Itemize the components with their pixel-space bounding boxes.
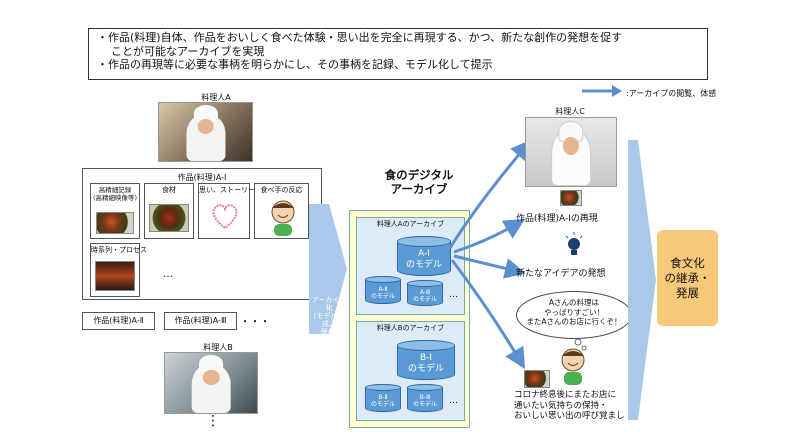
chef-b-ellipsis: ⋮ — [206, 413, 220, 429]
panel-b-ellipsis: … — [449, 396, 458, 406]
outcome-new-idea: 新たなアイデアの発想 — [516, 269, 606, 279]
work-a3-label: 作品(料理)A-Ⅲ — [174, 316, 227, 325]
memory-dish-image — [524, 370, 550, 388]
cell-reaction-label: 食べ手の反応 — [260, 186, 303, 194]
conclusion-text: 食文化 の継承・ 発展 — [664, 255, 711, 300]
chef-c-photo — [525, 117, 617, 187]
summary-line-1b: ことが可能なアーカイブを実現 — [111, 44, 265, 58]
cell-story: 思い、ストーリー — [198, 183, 255, 239]
smiling-person-icon — [271, 200, 295, 236]
culture-arrow — [628, 140, 656, 420]
chef-c-label: 料理人C — [555, 107, 585, 116]
thought-dots-icon — [574, 338, 587, 351]
bubble-text: Aさんの料理は やっぱりすごい！ またAさんのお店に行くぞ！ — [526, 298, 622, 326]
heart-icon — [212, 204, 238, 230]
lightbulb-icon — [565, 232, 583, 255]
cell-process-label: 時系列・プロセス — [91, 246, 147, 254]
outcome-memory: コロナ終息後にまたお店に 通いたい気持ちの保持・ おいしい思い出の呼び覚まし — [514, 390, 625, 421]
cell-high-res-record: 高精細記録 (高精細映像等) — [90, 183, 140, 239]
process-image — [95, 261, 135, 291]
model-b2-label: B-Ⅱ のモデル — [370, 394, 395, 408]
chef-b-photo — [164, 352, 258, 414]
panel-b-title: 料理人Bのアーカイブ — [376, 324, 445, 332]
work-a3-box: 作品(料理)A-Ⅲ — [164, 312, 237, 330]
work-a1-box: 作品(料理)A-I 高精細記録 (高精細映像等) 食材 思い、ストーリー 食べ手… — [82, 168, 322, 300]
model-a1-label: A-I のモデル — [405, 249, 442, 270]
ingredients-image — [149, 204, 189, 232]
panel-a-title: 料理人Aのアーカイブ — [376, 220, 445, 228]
legend-arrow-icon — [582, 85, 622, 97]
model-a3-label: A-Ⅲ のモデル — [412, 289, 437, 303]
work-a1-ellipsis: … — [163, 269, 173, 280]
cell-ingredients: 食材 — [144, 183, 194, 239]
food-image — [96, 212, 134, 234]
model-a2-label: A-Ⅱ のモデル — [370, 286, 395, 300]
model-a1: A-I のモデル — [397, 236, 451, 276]
outcome-reproduce: 作品(料理)A-Iの再現 — [516, 214, 598, 224]
summary-box: ・作品(料理)自体、作品をおいしく食べた体験・思い出を完全に再現する、かつ、新た… — [88, 28, 708, 80]
archive-title: 食のデジタル アーカイブ — [384, 168, 454, 196]
model-b2: B-Ⅱ のモデル — [365, 384, 401, 412]
chef-a-photo — [158, 102, 253, 162]
model-a2: A-Ⅱ のモデル — [365, 276, 401, 304]
happy-diner-icon — [561, 348, 585, 385]
work-a1-title: 作品(料理)A-I — [177, 173, 227, 182]
archive-container: 料理人Aのアーカイブ A-I のモデル A-Ⅱ のモデル A-Ⅲ のモデル … … — [349, 210, 470, 428]
archive-panel-a: 料理人Aのアーカイブ A-I のモデル A-Ⅱ のモデル A-Ⅲ のモデル … — [356, 217, 465, 315]
model-b3-label: B-Ⅲ のモデル — [412, 394, 437, 408]
archive-panel-b: 料理人Bのアーカイブ B-I のモデル B-Ⅱ のモデル B-Ⅲ のモデル … — [356, 321, 465, 421]
speech-bubble: Aさんの料理は やっぱりすごい！ またAさんのお店に行くぞ！ — [516, 291, 632, 339]
model-a3: A-Ⅲ のモデル — [407, 280, 443, 306]
cell-story-label: 思い、ストーリー — [199, 186, 255, 194]
chef-a-label: 料理人A — [201, 93, 231, 102]
work-a2-label: 作品(料理)A-Ⅱ — [93, 316, 144, 325]
archiving-arrow — [309, 204, 347, 334]
panel-a-ellipsis: … — [449, 290, 458, 300]
archiving-label: アーカイブ化 (モデル生成、 保存) — [311, 296, 347, 336]
cell-high-res-label: 高精細記録 (高精細映像等) — [92, 186, 138, 202]
other-works-ellipsis: ・・・ — [240, 317, 270, 328]
summary-line-1: ・作品(料理)自体、作品をおいしく食べた体験・思い出を完全に再現する、かつ、新た… — [97, 31, 623, 44]
cell-reaction: 食べ手の反応 — [254, 183, 309, 239]
legend-label: :アーカイブの閲覧、体感 — [626, 89, 717, 98]
reproduced-dish-image — [560, 190, 582, 206]
cell-ingredients-label: 食材 — [162, 186, 176, 194]
chef-b-label: 料理人B — [203, 343, 233, 352]
summary-line-2: ・作品の再現等に必要な事柄を明らかにし、その事柄を記録、モデル化して提示 — [97, 58, 493, 71]
model-b1: B-I のモデル — [397, 340, 455, 380]
browse-arrows — [448, 140, 532, 370]
model-b1-label: B-I のモデル — [407, 353, 444, 374]
cell-process: 時系列・プロセス — [90, 243, 147, 297]
conclusion-box: 食文化 の継承・ 発展 — [657, 230, 718, 326]
model-b3: B-Ⅲ のモデル — [407, 384, 443, 412]
work-a2-box: 作品(料理)A-Ⅱ — [82, 312, 155, 330]
